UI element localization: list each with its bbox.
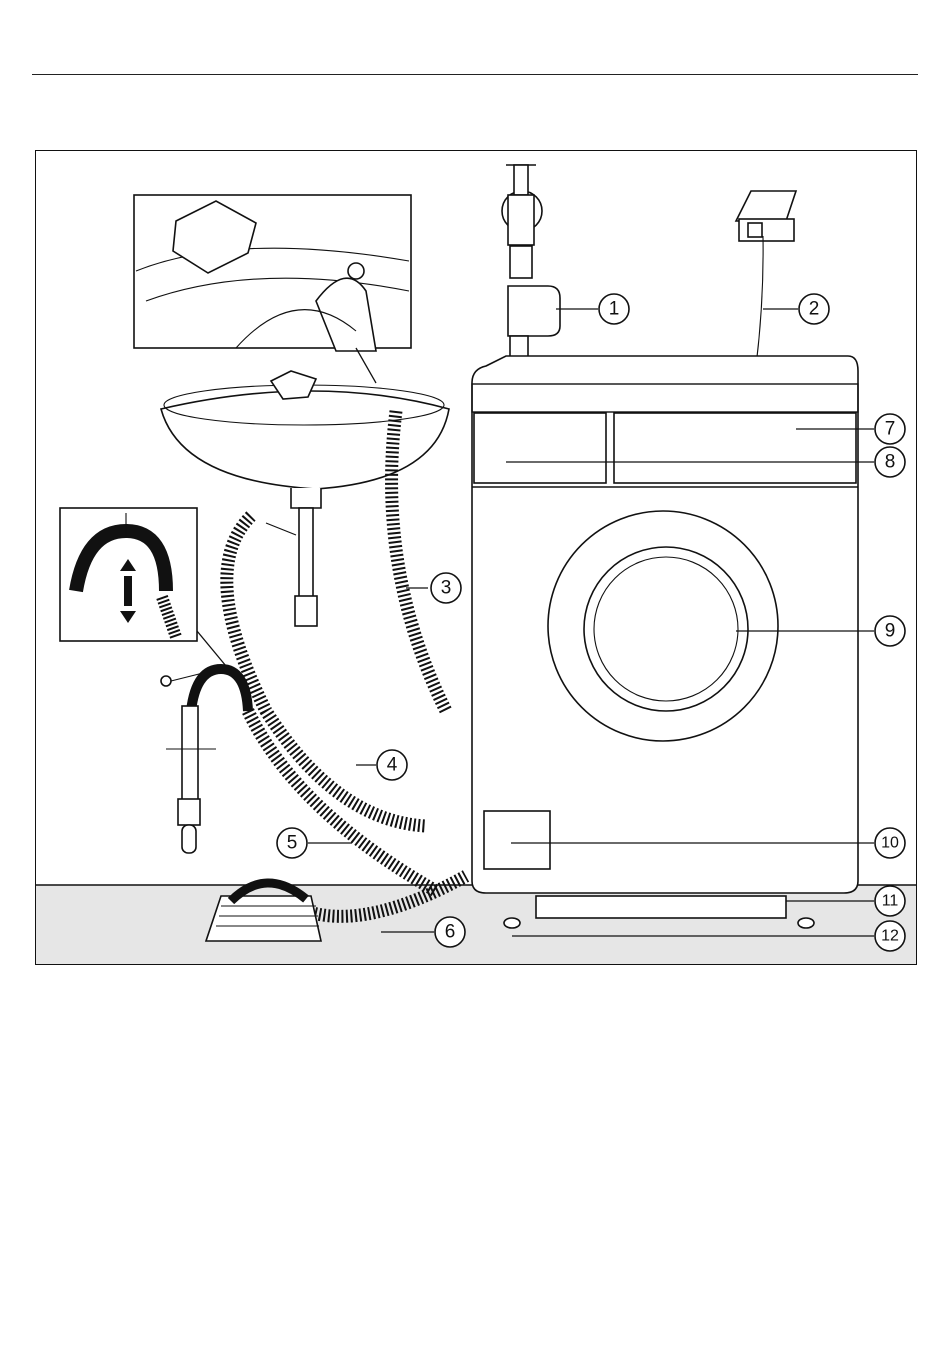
adjustable-foot-right <box>798 918 814 928</box>
svg-text:11: 11 <box>882 893 899 910</box>
door-porthole <box>584 547 748 711</box>
svg-text:12: 12 <box>881 928 899 945</box>
svg-text:6: 6 <box>445 922 456 943</box>
callout-9: 9 <box>875 616 905 646</box>
service-flap <box>484 811 550 869</box>
svg-text:7: 7 <box>885 419 896 440</box>
installation-diagram: 1 2 3 4 5 6 7 8 9 10 11 12 <box>35 150 917 965</box>
water-tap <box>502 165 560 358</box>
kick-plate <box>536 896 786 918</box>
adjustable-foot-left <box>504 918 520 928</box>
svg-text:1: 1 <box>609 299 620 320</box>
standpipe <box>161 669 248 853</box>
inset-sink-hook <box>134 195 411 351</box>
callout-1: 1 <box>599 294 629 324</box>
callout-11: 11 <box>875 886 905 916</box>
callout-2: 2 <box>799 294 829 324</box>
wash-basin <box>161 371 449 626</box>
svg-text:10: 10 <box>881 835 899 852</box>
callout-6: 6 <box>435 917 465 947</box>
svg-text:8: 8 <box>885 452 896 473</box>
power-socket <box>736 191 796 366</box>
svg-text:5: 5 <box>287 833 298 854</box>
inset-hose-hook <box>60 508 197 641</box>
svg-text:2: 2 <box>809 299 820 320</box>
diagram-canvas: 1 2 3 4 5 6 7 8 9 10 11 12 <box>36 151 916 964</box>
callout-3: 3 <box>431 573 461 603</box>
svg-text:4: 4 <box>387 755 398 776</box>
callout-5: 5 <box>277 828 307 858</box>
callout-12: 12 <box>875 921 905 951</box>
callout-4: 4 <box>377 750 407 780</box>
callout-7: 7 <box>875 414 905 444</box>
callout-8: 8 <box>875 447 905 477</box>
svg-text:3: 3 <box>441 578 452 599</box>
washing-machine <box>472 356 858 928</box>
header-rule <box>32 74 918 75</box>
callout-10: 10 <box>875 828 905 858</box>
svg-text:9: 9 <box>885 621 896 642</box>
